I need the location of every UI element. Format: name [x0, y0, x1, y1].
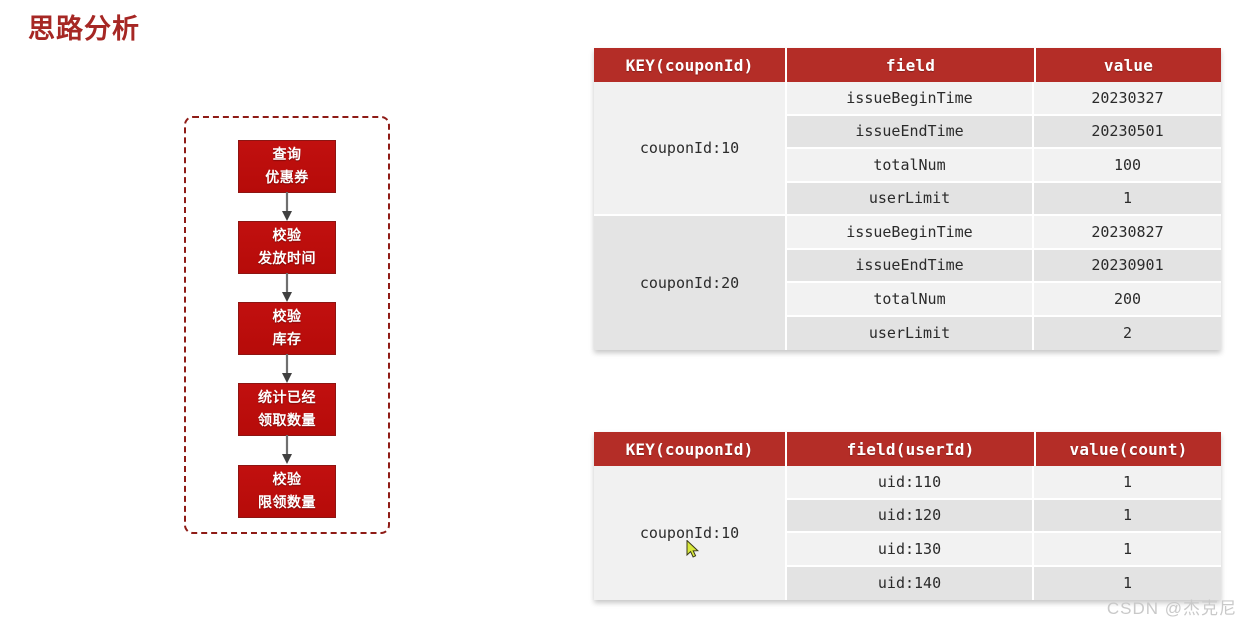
field-cell: issueEndTime [787, 115, 1034, 149]
field-cell: issueEndTime [787, 249, 1034, 283]
flow-node-line2: 限领数量 [258, 494, 316, 510]
field-cell: issueBeginTime [787, 216, 1034, 250]
field-value-rows: issueBeginTime 20230327 issueEndTime 202… [787, 82, 1221, 350]
flow-node-check-time: 校验 发放时间 [238, 221, 336, 274]
flow-arrow-1-icon [282, 192, 292, 221]
flow-node-line2: 发放时间 [258, 250, 316, 266]
value-cell: 1 [1034, 466, 1221, 500]
table-row: uid:120 1 [787, 499, 1221, 533]
value-cell: 2 [1034, 316, 1221, 350]
value-cell: 200 [1034, 283, 1221, 317]
table-header-row: KEY(couponId) field(userId) value(count) [594, 432, 1221, 466]
table-row: issueEndTime 20230901 [787, 249, 1221, 283]
table-body: couponId:10 uid:110 1 uid:120 1 uid:130 … [594, 466, 1221, 600]
flow-node-count-claimed: 统计已经 领取数量 [238, 383, 336, 436]
value-cell: 1 [1034, 499, 1221, 533]
field-cell: uid:120 [787, 499, 1034, 533]
coupon-hash-table: KEY(couponId) field value couponId:10 co… [594, 48, 1221, 350]
key-cell-couponid-10: couponId:10 [594, 82, 785, 216]
table-row: uid:140 1 [787, 566, 1221, 600]
field-cell: issueBeginTime [787, 82, 1034, 116]
column-header-key: KEY(couponId) [594, 432, 787, 466]
value-cell: 20230827 [1034, 216, 1221, 250]
value-cell: 1 [1034, 182, 1221, 216]
flow-node-line2: 优惠券 [265, 169, 309, 185]
flow-arrow-2-icon [282, 273, 292, 302]
column-header-key: KEY(couponId) [594, 48, 787, 82]
table-row: issueBeginTime 20230327 [787, 82, 1221, 116]
flow-arrow-3-icon [282, 354, 292, 383]
field-cell: totalNum [787, 283, 1034, 317]
field-cell: uid:140 [787, 566, 1034, 600]
table-row: totalNum 200 [787, 283, 1221, 317]
table-row: uid:110 1 [787, 466, 1221, 500]
flow-node-check-stock: 校验 库存 [238, 302, 336, 355]
field-cell: uid:130 [787, 533, 1034, 567]
value-cell: 20230501 [1034, 115, 1221, 149]
value-cell: 20230327 [1034, 82, 1221, 116]
table-row: issueEndTime 20230501 [787, 115, 1221, 149]
key-column: couponId:10 couponId:20 [594, 82, 787, 350]
value-cell: 100 [1034, 149, 1221, 183]
table-row: userLimit 1 [787, 182, 1221, 216]
flow-node-line2: 领取数量 [258, 412, 316, 428]
flow-node-query-coupon: 查询 优惠券 [238, 140, 336, 193]
table-body: couponId:10 couponId:20 issueBeginTime 2… [594, 82, 1221, 350]
table-row: totalNum 100 [787, 149, 1221, 183]
field-value-rows: uid:110 1 uid:120 1 uid:130 1 uid:140 1 [787, 466, 1221, 600]
field-cell: userLimit [787, 182, 1034, 216]
flow-node-line1: 校验 [272, 471, 302, 487]
value-cell: 20230901 [1034, 249, 1221, 283]
flow-node-line2: 库存 [272, 331, 302, 347]
column-header-field: field [787, 48, 1036, 82]
field-cell: totalNum [787, 149, 1034, 183]
user-claim-count-table: KEY(couponId) field(userId) value(count)… [594, 432, 1221, 600]
page-title: 思路分析 [28, 14, 140, 44]
value-cell: 1 [1034, 533, 1221, 567]
key-cell-couponid-20: couponId:20 [594, 216, 785, 350]
table-row: uid:130 1 [787, 533, 1221, 567]
flow-node-line1: 校验 [272, 308, 302, 324]
flow-node-line1: 查询 [272, 146, 302, 162]
field-cell: userLimit [787, 316, 1034, 350]
value-cell: 1 [1034, 566, 1221, 600]
key-cell-couponid-10: couponId:10 [594, 466, 785, 600]
column-header-field: field(userId) [787, 432, 1036, 466]
table-row: issueBeginTime 20230827 [787, 216, 1221, 250]
key-column: couponId:10 [594, 466, 787, 600]
flow-node-check-limit: 校验 限领数量 [238, 465, 336, 518]
csdn-watermark: CSDN @杰克尼 [1106, 599, 1237, 618]
flow-node-line1: 校验 [272, 227, 302, 243]
column-header-value: value(count) [1036, 432, 1221, 466]
column-header-value: value [1036, 48, 1221, 82]
table-row: userLimit 2 [787, 316, 1221, 350]
table-header-row: KEY(couponId) field value [594, 48, 1221, 82]
flow-arrow-4-icon [282, 435, 292, 464]
field-cell: uid:110 [787, 466, 1034, 500]
flow-node-line1: 统计已经 [258, 389, 316, 405]
flowchart-dashed-container: 查询 优惠券 校验 发放时间 校验 库存 统计已经 领取数量 校验 限领数量 [184, 116, 390, 534]
